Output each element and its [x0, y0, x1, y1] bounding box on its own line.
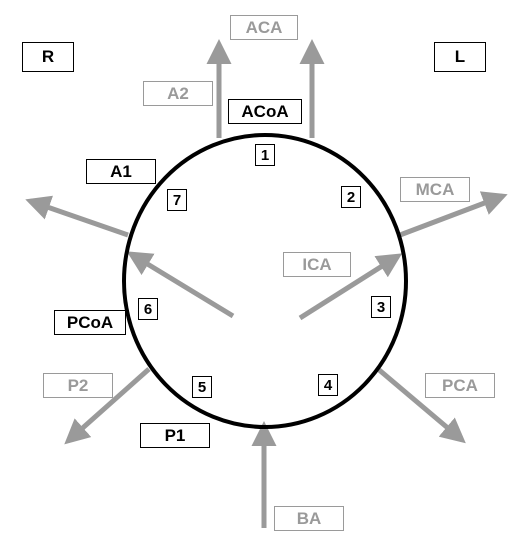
ica-left-arrow	[126, 251, 235, 319]
mca-right-arrow	[399, 191, 508, 238]
pca-label: PCA	[425, 373, 495, 398]
left-side-label: L	[434, 42, 486, 72]
segment-number: 7	[167, 189, 187, 211]
segment-number: 3	[371, 296, 391, 318]
aca-label: ACA	[230, 15, 298, 40]
a1-left-arrow	[25, 195, 129, 238]
p1-label: P1	[140, 423, 210, 448]
ica-right-arrow	[298, 253, 403, 321]
ba-label: BA	[274, 506, 344, 531]
mca-label: MCA	[400, 177, 470, 202]
ica-label: ICA	[283, 252, 351, 277]
a1-label: A1	[86, 159, 156, 184]
pca-right-arrow	[376, 367, 466, 444]
acoa-label: ACoA	[228, 99, 302, 124]
segment-number: 4	[318, 374, 338, 396]
pcoa-label: PCoA	[54, 310, 126, 335]
segment-number: 1	[255, 144, 275, 166]
segment-number: 6	[138, 298, 158, 320]
a2-label: A2	[143, 81, 213, 106]
p2-left-arrow	[64, 367, 151, 445]
circle-of-willis-ring	[122, 133, 408, 429]
segment-number: 5	[192, 376, 212, 398]
segment-number: 2	[341, 186, 361, 208]
p2-label: P2	[43, 373, 113, 398]
right-side-label: R	[22, 42, 74, 72]
